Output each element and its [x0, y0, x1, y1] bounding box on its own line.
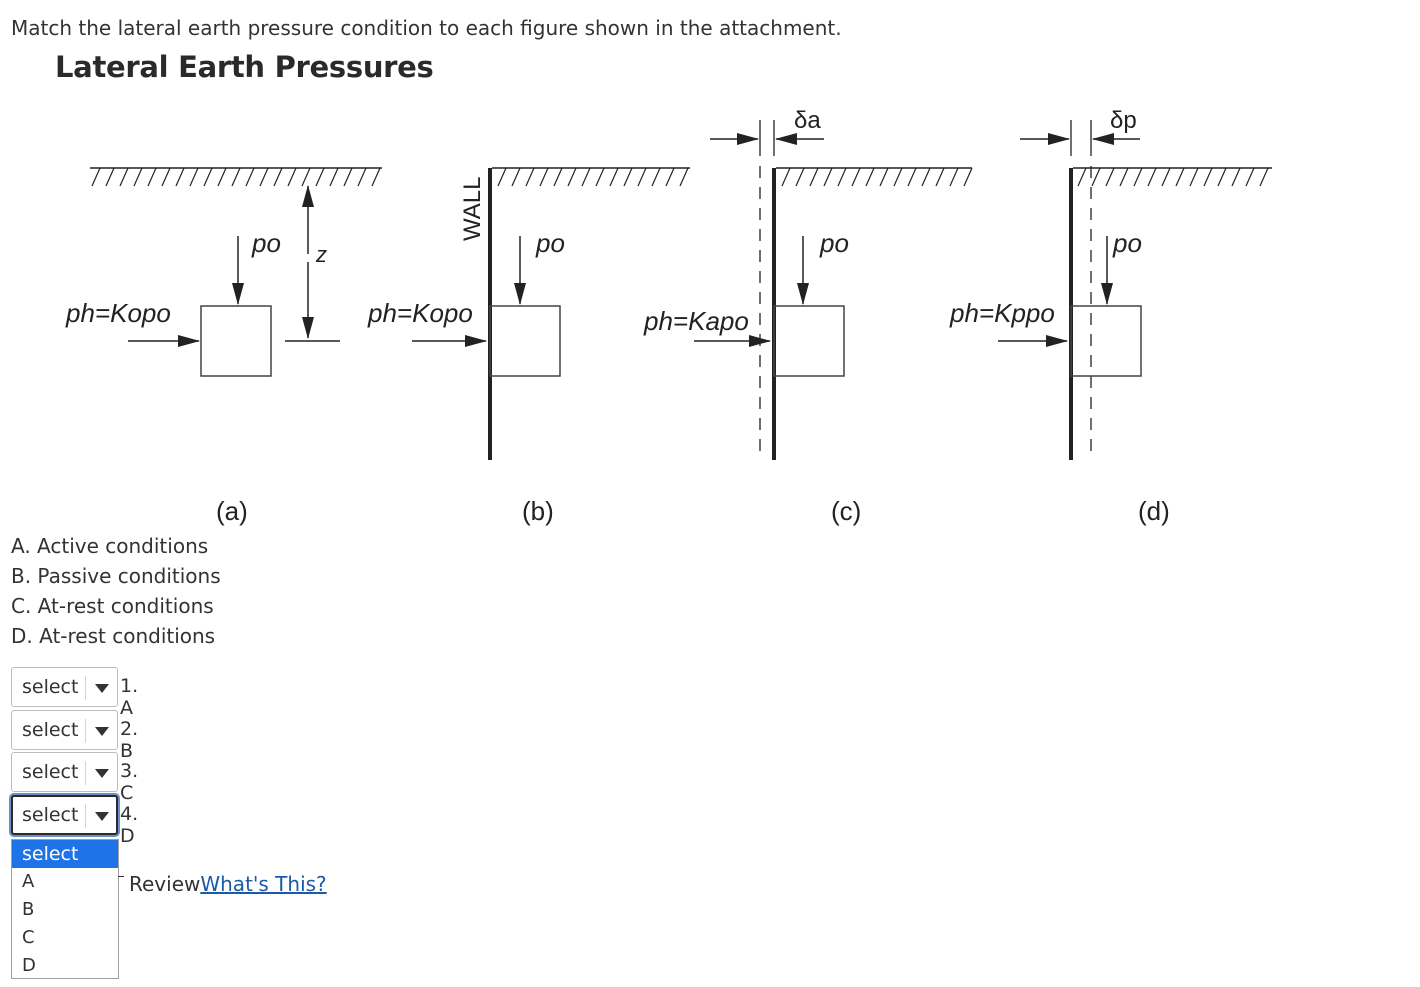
po-label-d: po	[1112, 228, 1142, 258]
depth-z-label: z	[315, 242, 327, 267]
figure-c: δa po ph=Kapo (c)	[643, 107, 973, 526]
po-label-b: po	[535, 228, 565, 258]
select-dropdown-list: select A B C D	[11, 839, 119, 979]
soil-element-d	[1070, 305, 1142, 377]
ph-equation-b: ph=Kopo	[367, 298, 473, 328]
dropdown-arrow-icon	[95, 812, 109, 821]
match-label-4: 4. D	[120, 803, 139, 847]
dropdown-arrow-icon	[95, 684, 109, 693]
dropdown-arrow-icon	[95, 769, 109, 778]
ground-hatch-c	[781, 167, 973, 187]
select-divider	[85, 719, 86, 743]
match-label-3: 3. C	[120, 760, 139, 804]
match-select-3[interactable]: select	[11, 752, 118, 792]
lateral-earth-pressure-figure: po ph=Kopo z (a) WALL po ph=Kopo (b)	[65, 107, 1272, 526]
caption-c: (c)	[831, 496, 861, 526]
ground-hatch-a	[91, 167, 381, 187]
option-b: B. Passive conditions	[11, 564, 221, 588]
match-select-4[interactable]: select	[11, 795, 118, 835]
figure-a: po ph=Kopo z (a)	[65, 167, 382, 526]
ground-hatch-d	[1077, 167, 1269, 187]
figure-title: Lateral Earth Pressures	[55, 50, 434, 84]
wall-label: WALL	[459, 177, 486, 241]
option-a: A. Active conditions	[11, 534, 209, 558]
match-select-2[interactable]: select	[11, 710, 118, 750]
po-label-a: po	[251, 228, 281, 258]
ph-equation-c: ph=Kapo	[643, 306, 749, 336]
ph-equation-d: ph=Kppo	[949, 298, 1055, 328]
caption-a: (a)	[216, 496, 248, 526]
option-c: C. At-rest conditions	[11, 594, 214, 618]
whats-this-link[interactable]: What's This?	[200, 872, 327, 896]
match-label-2: 2. B	[120, 718, 139, 762]
dropdown-option-c[interactable]: C	[22, 927, 35, 948]
option-d: D. At-rest conditions	[11, 624, 216, 648]
caption-d: (d)	[1138, 496, 1170, 526]
select-value: select	[22, 804, 79, 826]
select-divider	[85, 804, 86, 828]
select-value: select	[22, 719, 79, 741]
dropdown-option-a[interactable]: A	[22, 871, 35, 892]
dropdown-option-b[interactable]: B	[22, 899, 35, 920]
dropdown-arrow-icon	[95, 727, 109, 736]
soil-element-c	[773, 305, 845, 377]
select-divider	[85, 761, 86, 785]
select-divider	[85, 676, 86, 700]
answer-options: A. Active conditions B. Passive conditio…	[11, 534, 221, 654]
review-label: Review	[129, 872, 201, 896]
figure-b: WALL po ph=Kopo (b)	[367, 167, 690, 526]
ground-hatch-b	[497, 167, 689, 187]
caption-b: (b)	[522, 496, 554, 526]
question-text: Match the lateral earth pressure conditi…	[11, 16, 842, 40]
checkbox-edge	[118, 876, 124, 877]
po-label-c: po	[819, 228, 849, 258]
delta-a-label: δa	[794, 107, 821, 134]
match-label-1: 1. A	[120, 675, 139, 719]
match-select-1[interactable]: select	[11, 667, 118, 707]
review-section: ReviewWhat's This?	[118, 872, 327, 896]
dropdown-option-d[interactable]: D	[22, 955, 36, 976]
select-value: select	[22, 676, 79, 698]
ph-equation-a: ph=Kopo	[65, 298, 171, 328]
soil-element-b	[489, 305, 561, 377]
delta-p-label: δp	[1110, 107, 1137, 134]
select-value: select	[22, 761, 79, 783]
soil-element-a	[200, 305, 272, 377]
figure-d: δp po ph=Kppo (d)	[949, 107, 1272, 526]
dropdown-option-select[interactable]: select	[12, 840, 118, 868]
